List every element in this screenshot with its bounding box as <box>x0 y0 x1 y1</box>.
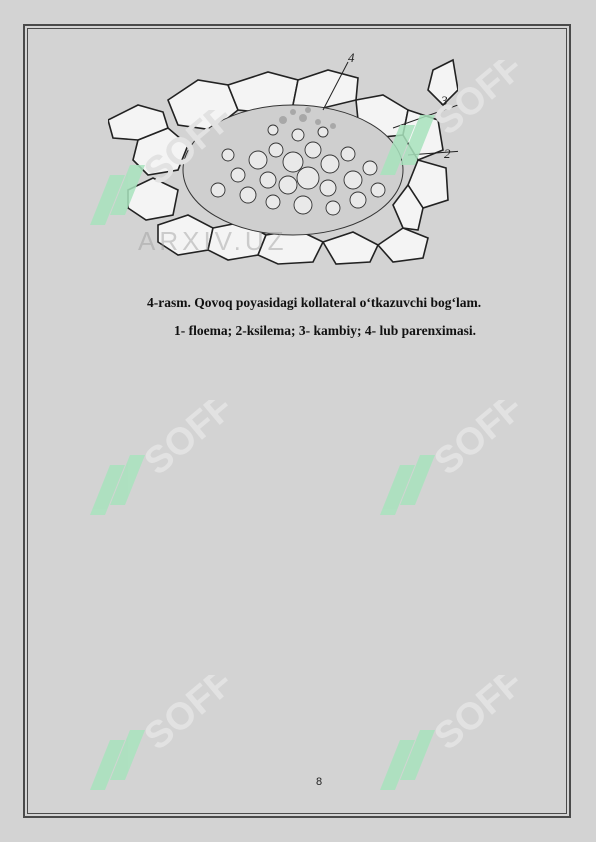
soff-watermark: SOFF <box>360 46 531 180</box>
soff-watermark: SOFF <box>360 386 531 520</box>
figure-label-3: 3 <box>440 93 448 108</box>
svg-text:SOFF: SOFF <box>427 60 530 144</box>
soff-logo-icon: SOFF <box>90 661 241 790</box>
cross-section-drawing: 4 3 2 ARXIV.UZ <box>107 50 479 265</box>
soff-logo-icon: SOFF <box>380 386 531 515</box>
figure-caption-title: 4-rasm. Qovoq poyasidagi kollateral o‘tk… <box>147 295 482 310</box>
page-number: 8 <box>315 776 323 788</box>
page-border-inner <box>27 28 567 814</box>
soff-logo-icon: SOFF <box>90 96 241 225</box>
figure-label-4: 4 <box>348 50 355 65</box>
svg-text:SOFF: SOFF <box>137 400 240 484</box>
svg-text:SOFF: SOFF <box>427 400 530 484</box>
figure-caption-legend: 1- floema; 2-ksilema; 3- kambiy; 4- lub … <box>174 323 476 338</box>
soff-logo-icon: SOFF <box>90 386 241 515</box>
svg-text:SOFF: SOFF <box>137 110 240 194</box>
soff-logo-icon: SOFF <box>380 46 531 175</box>
figure-label-2: 2 <box>444 146 451 161</box>
soff-watermark: SOFF <box>70 661 241 795</box>
figure-watermark: ARXIV.UZ <box>138 226 288 256</box>
stem-cross-section-figure: 4 3 2 ARXIV.UZ <box>107 50 479 265</box>
soff-watermark: SOFF <box>70 96 241 230</box>
svg-text:SOFF: SOFF <box>427 675 530 759</box>
soff-logo-icon: SOFF <box>380 661 531 790</box>
soff-watermark: SOFF <box>360 661 531 795</box>
svg-text:SOFF: SOFF <box>137 675 240 759</box>
page-border-outer <box>23 24 571 818</box>
soff-watermark: SOFF <box>70 386 241 520</box>
